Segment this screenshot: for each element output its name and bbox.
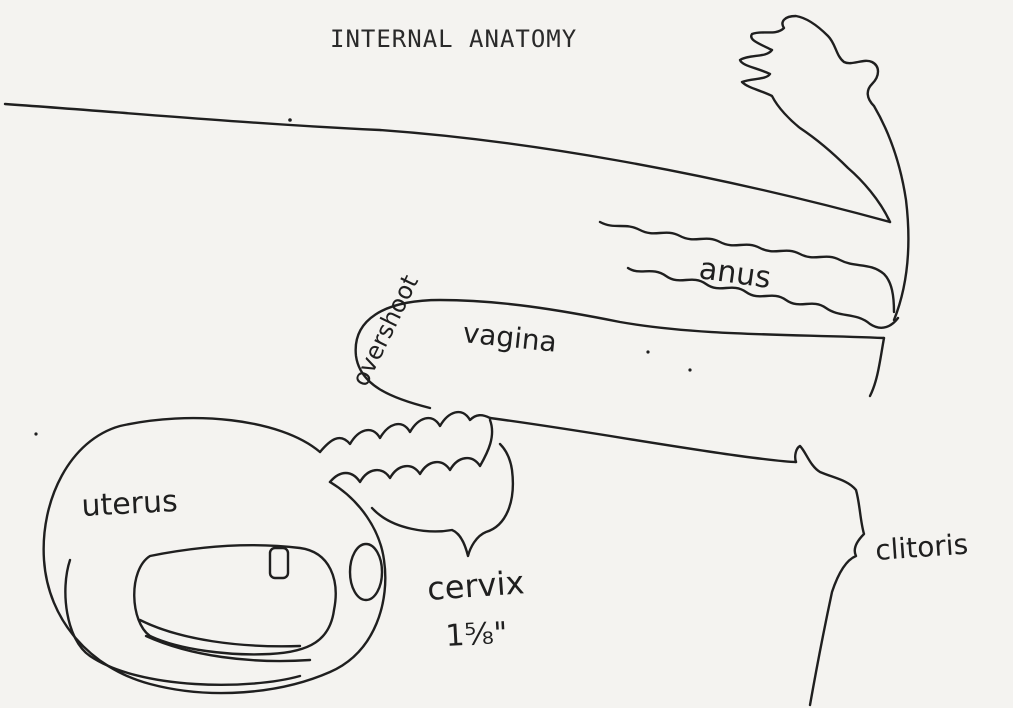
label-clitoris: clitoris [874,528,969,567]
uterus-inner-contour [65,560,300,685]
paper-dot [288,118,292,122]
large-oval [350,544,382,600]
small-oval [270,548,288,578]
label-anus: anus [697,251,773,296]
paper-dot [688,368,691,371]
diagram-title: INTERNAL ANATOMY [330,25,577,53]
vagina-upper-contour [356,300,884,408]
lower-contour [795,446,864,705]
cervix-upper-contour [320,412,490,452]
label-cervix-length: 1⁵⁄₈" [445,616,509,654]
label-cervix: cervix [426,563,526,608]
paper-dot [34,432,37,435]
vagina-lower-contour [490,418,796,462]
uterine-cavity [134,545,335,654]
cavity-fold-2 [146,636,310,661]
paper-dot [646,350,649,353]
label-overshoot: overshoot [346,270,424,390]
label-vagina: vagina [461,316,558,359]
cervix-brace [372,444,513,556]
vagina-right-end [870,338,884,396]
back-contour [5,104,890,222]
label-uterus: uterus [81,484,179,524]
